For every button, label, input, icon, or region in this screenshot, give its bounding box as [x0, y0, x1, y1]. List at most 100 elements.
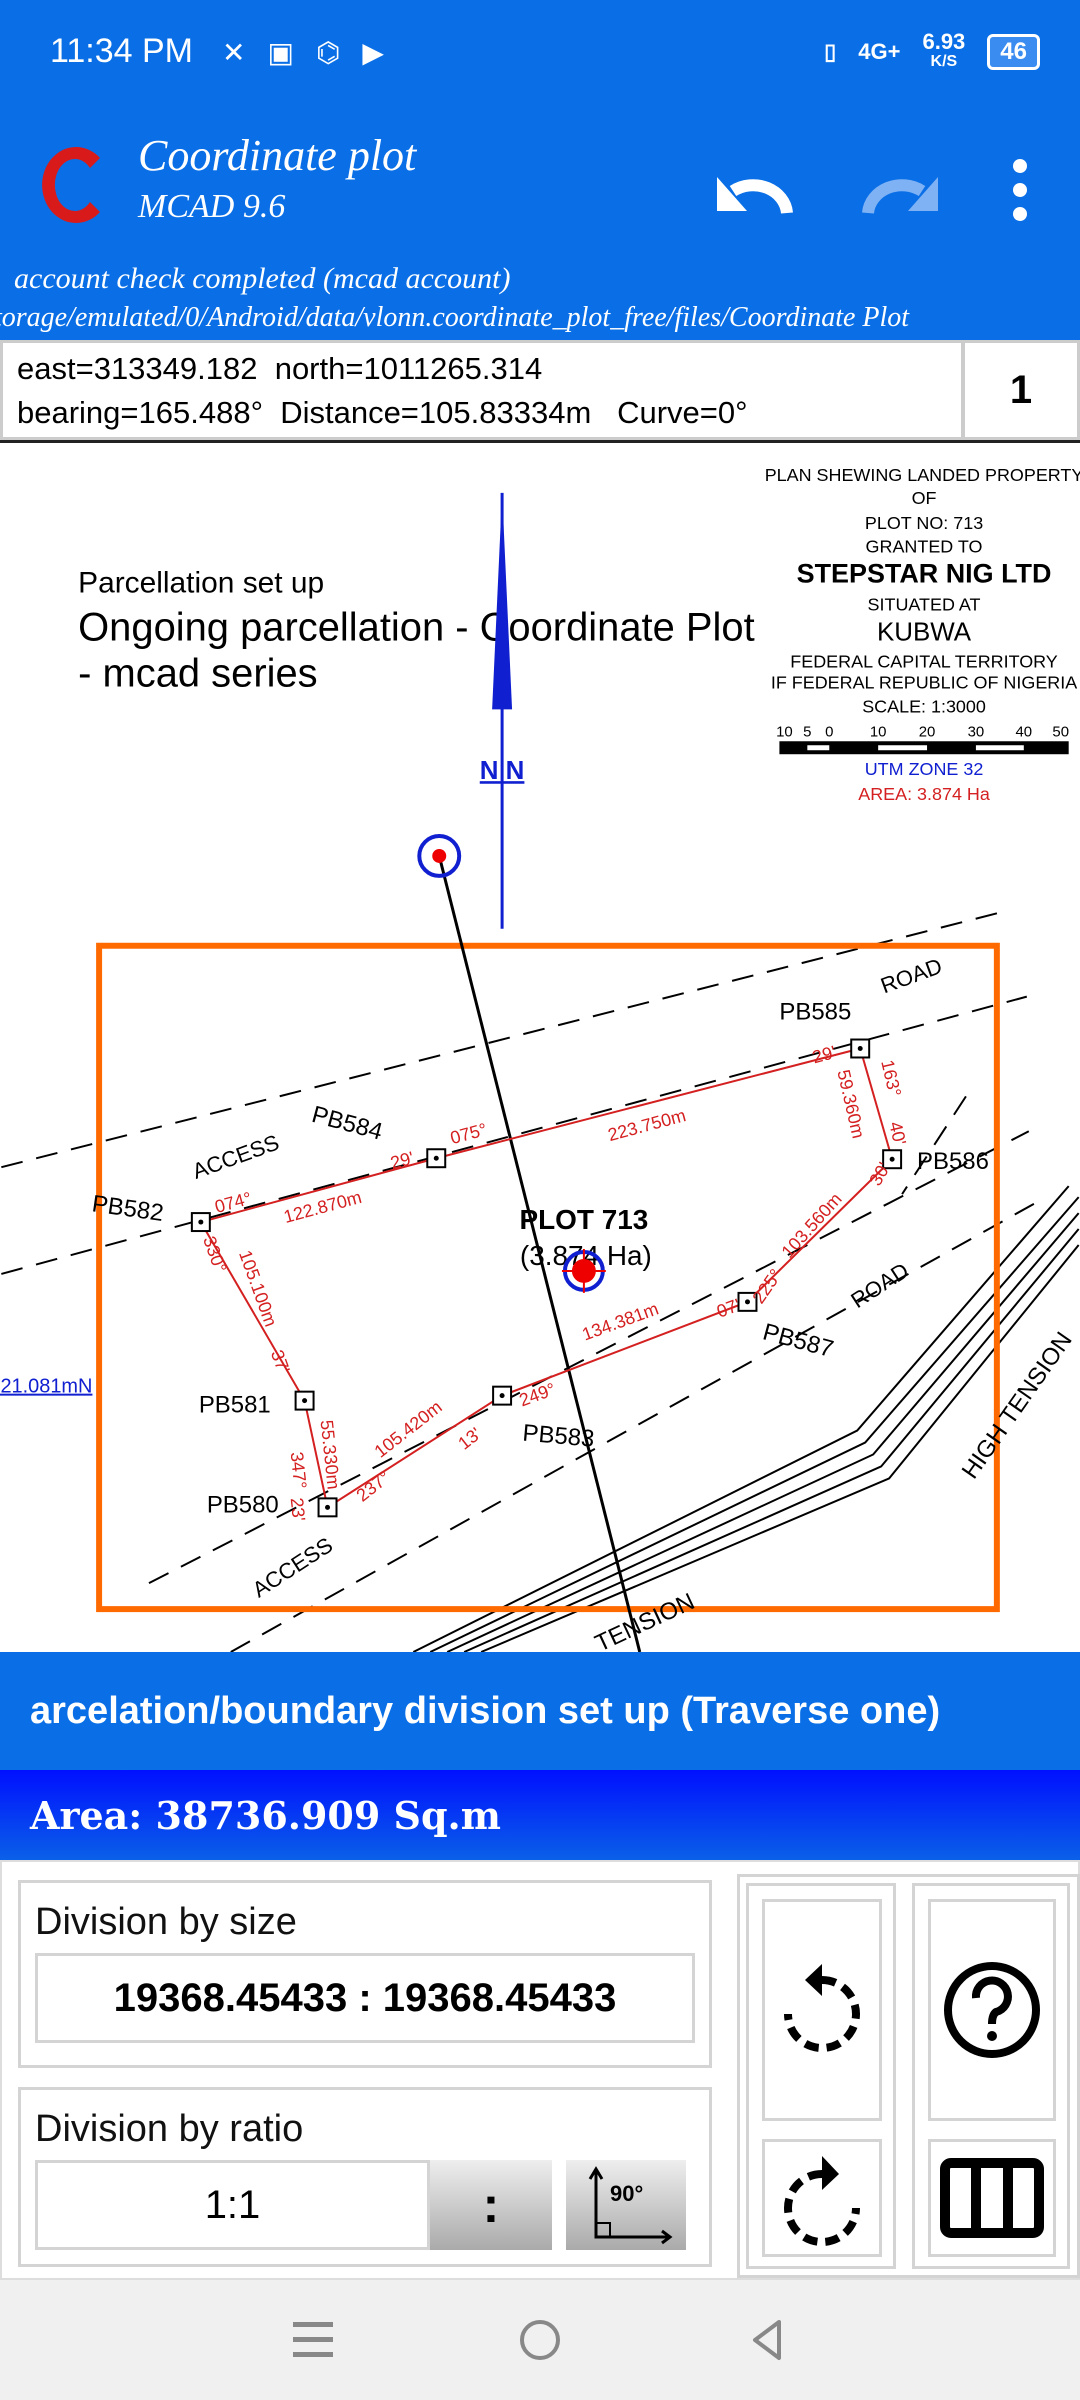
scale-tick: 20	[919, 723, 936, 740]
redo-button[interactable]	[855, 150, 945, 230]
bearing-label: 40'	[885, 1120, 910, 1147]
area-display: Area: 38736.909 Sq.m	[0, 1770, 1080, 1860]
parking-icon: ▣	[267, 37, 294, 68]
scale-tick: 30	[968, 723, 985, 740]
rotate-left-button[interactable]	[762, 1899, 882, 2121]
more-options-button[interactable]	[975, 150, 1065, 230]
division-by-size-box: Division by size 19368.45433 : 19368.454…	[18, 1880, 712, 2068]
division-by-ratio-box: Division by ratio 1:1 : 90°	[18, 2087, 712, 2267]
bearing-label: 075°	[448, 1119, 489, 1148]
scale-tick: 10	[870, 723, 887, 740]
pillar-label: PB583	[522, 1420, 596, 1453]
boundary-annotations: 122.870m 223.750m 59.360m 103.560m 134.3…	[199, 1042, 910, 1522]
area-label: AREA: 3.874 Ha	[858, 784, 990, 804]
utm-zone: UTM ZONE 32	[865, 759, 984, 779]
start-target-icon	[417, 834, 462, 878]
division-ratio-label: Division by ratio	[35, 2108, 304, 2150]
help-icon	[944, 1962, 1040, 2058]
columns-button[interactable]	[928, 2139, 1056, 2257]
recents-icon[interactable]	[291, 2318, 335, 2362]
vibrate-icon: ▯	[824, 39, 837, 64]
undo-icon	[717, 177, 793, 214]
rotate-cw-icon	[784, 2156, 860, 2246]
plot-canvas[interactable]: Parcellation set up Ongoing parcellation…	[0, 440, 1080, 1652]
point-number[interactable]: 1	[1009, 367, 1033, 412]
home-icon[interactable]	[518, 2318, 562, 2362]
pillar-pb585[interactable]: PB585	[779, 999, 871, 1059]
tool-column	[746, 1883, 896, 2269]
division-ratio-input[interactable]: 1:1	[35, 2160, 430, 2250]
bearing-label: 237°	[353, 1467, 395, 1506]
perpendicular-button[interactable]: 90°	[566, 2160, 686, 2250]
ratio-separator-button[interactable]: :	[430, 2160, 552, 2250]
grid-label: 421.081mN	[0, 1376, 92, 1398]
scale-tick: 5	[803, 723, 811, 740]
north-arrow-icon	[492, 492, 513, 929]
access-label: ACCESS	[248, 1532, 337, 1602]
view-column-icon	[940, 2158, 1044, 2238]
title-line: OF	[912, 488, 937, 508]
x-icon: ✕	[222, 37, 246, 68]
pillar-pb587[interactable]: PB587	[737, 1291, 837, 1363]
segment-length: 59.360m	[833, 1068, 868, 1141]
system-nav-bar	[0, 2280, 1080, 2400]
scale-tick: 10	[776, 723, 793, 740]
bearing-label: 37'	[267, 1347, 294, 1376]
rotate-ccw-icon	[784, 1964, 860, 2052]
scale-bar	[779, 741, 1069, 755]
help-button[interactable]	[928, 1899, 1056, 2121]
pillar-pb586[interactable]: PB586	[882, 1148, 989, 1175]
angle-label: 90°	[610, 2181, 643, 2206]
division-size-input[interactable]: 19368.45433 : 19368.45433	[35, 1953, 695, 2043]
tool-column	[912, 1883, 1070, 2269]
road-lines	[1, 910, 1040, 1652]
pillar-label: PB584	[309, 1101, 385, 1146]
pillar-pb580[interactable]: PB580	[207, 1491, 338, 1518]
segment-length: 105.100m	[235, 1248, 281, 1330]
pillar-pb583[interactable]: PB583	[492, 1385, 596, 1453]
pillar-label: PB581	[199, 1392, 271, 1419]
bearing-label: 29'	[810, 1042, 838, 1067]
bearing-label: 347°	[287, 1451, 311, 1490]
battery-icon: 46	[987, 34, 1040, 70]
title-line: PLOT NO: 713	[865, 513, 983, 533]
title-line: FEDERAL CAPITAL TERRITORY	[790, 651, 1058, 671]
pillar-pb581[interactable]: PB581	[199, 1390, 315, 1419]
back-icon[interactable]	[745, 2318, 789, 2362]
centroid-target-icon	[561, 1249, 606, 1293]
plot-label: PLOT 713	[519, 1204, 648, 1235]
android-debug-icon: ⌬	[315, 37, 341, 68]
bearing-label: 074°	[213, 1188, 254, 1217]
segment-length: 103.560m	[777, 1189, 845, 1262]
pillar-pb582[interactable]: PB582	[90, 1190, 211, 1233]
redo-icon	[862, 177, 938, 214]
scale-tick: 40	[1015, 723, 1032, 740]
pillar-label: PB585	[779, 999, 851, 1026]
scale-tick: 50	[1052, 723, 1069, 740]
pillar-pb584[interactable]: PB584	[309, 1101, 447, 1169]
map-subheading-wrap: Ongoing parcellation - Coordinate Plot -…	[78, 606, 755, 696]
bearing-label: 163°	[877, 1058, 905, 1099]
title-line: GRANTED TO	[866, 537, 983, 557]
north-label: N N	[480, 757, 525, 785]
division-size-label: Division by size	[35, 1901, 297, 1943]
title-line: IF FEDERAL REPUBLIC OF NIGERIA	[771, 672, 1077, 692]
title-line: PLAN SHEWING LANDED PROPERTY	[765, 465, 1080, 485]
bearing-label: 249°	[517, 1379, 559, 1410]
bearing-label: 13'	[454, 1423, 485, 1453]
undo-button[interactable]	[710, 150, 800, 230]
mode-banner: arcelation/boundary division set up (Tra…	[0, 1652, 1080, 1770]
file-path: torage/emulated/0/Android/data/vlonn.coo…	[0, 302, 910, 333]
pillar-label: PB580	[207, 1491, 279, 1518]
more-vert-icon	[1013, 159, 1027, 221]
bearing-label: 330°	[199, 1234, 230, 1276]
youtube-icon: ▶	[362, 37, 384, 68]
app-title: Coordinate plot	[138, 131, 417, 180]
rotate-right-button[interactable]	[762, 2139, 882, 2257]
pillar-label: PB586	[917, 1148, 989, 1175]
network-label: 4G+	[858, 39, 901, 64]
title-block: PLAN SHEWING LANDED PROPERTY OF PLOT NO:…	[765, 465, 1080, 804]
bearing-label: 29'	[388, 1148, 416, 1173]
